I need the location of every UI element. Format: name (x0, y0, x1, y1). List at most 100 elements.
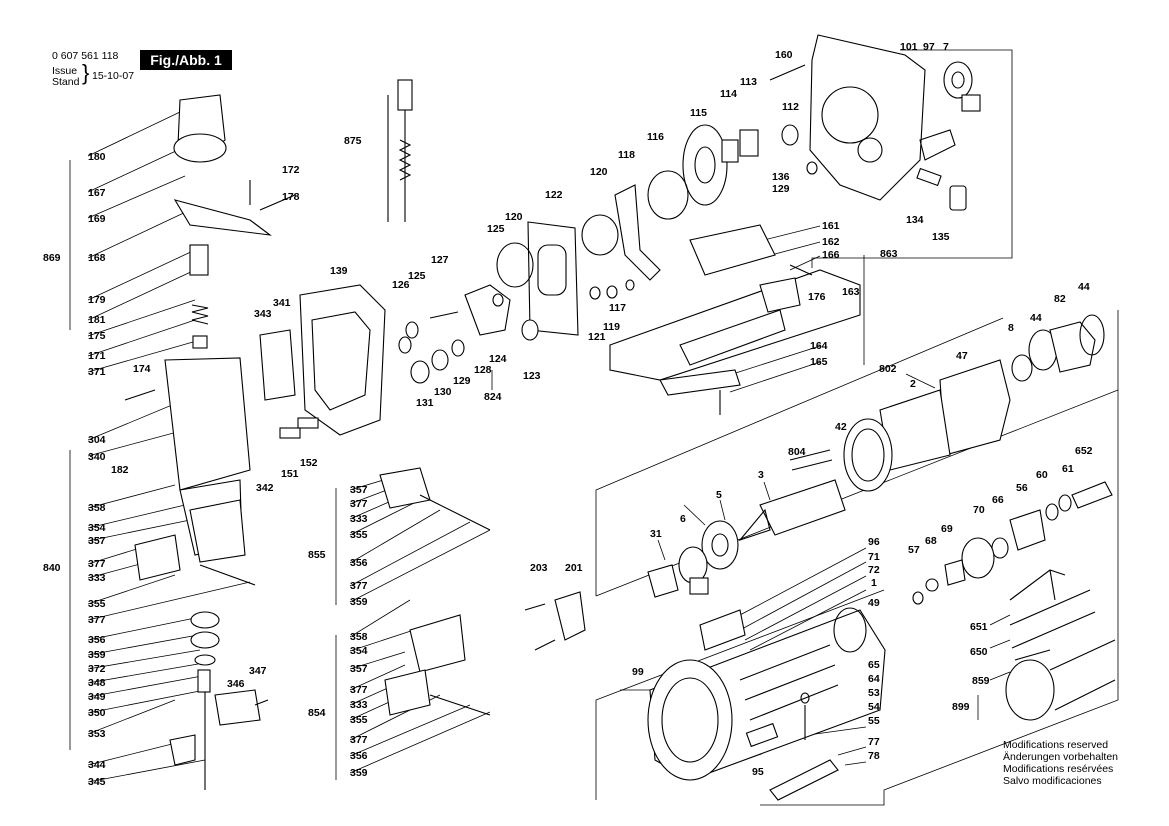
label-56: 56 (1016, 482, 1028, 494)
label-347: 347 (249, 665, 267, 677)
label-178: 178 (282, 191, 300, 203)
knob-167 (173, 133, 227, 163)
label-49: 49 (868, 597, 880, 609)
label-357c: 357 (350, 663, 368, 675)
bracket-342 (259, 329, 296, 401)
pin-134 (916, 167, 942, 187)
ball-68 (925, 578, 939, 592)
plate-122-slot (537, 244, 567, 296)
label-42: 42 (835, 421, 847, 433)
endcap-82 (1049, 321, 1096, 373)
group-frames (69, 49, 1119, 806)
bearing-7-inner (951, 71, 965, 89)
valve-56 (1009, 509, 1046, 551)
issue-date: 15-10-07 (92, 70, 135, 82)
oring-44b (1079, 314, 1105, 356)
plunger-top (397, 79, 413, 111)
shoe-161 (689, 224, 776, 276)
rod-355 (199, 564, 256, 586)
seal-359 (190, 631, 220, 649)
label-333c: 333 (350, 699, 368, 711)
gasket-139 (299, 284, 386, 436)
screw-174 (124, 389, 156, 401)
label-345: 345 (88, 776, 106, 788)
label-359b: 359 (350, 596, 368, 608)
label-171: 171 (88, 350, 106, 362)
motor-housing-1 (647, 607, 886, 801)
hose-899 (1005, 659, 1055, 721)
label-65: 65 (868, 659, 880, 671)
gasket-151 (279, 427, 301, 439)
note-line-en: Modifications reserved (1003, 739, 1109, 751)
washer-57 (912, 591, 924, 605)
label-122: 122 (545, 189, 563, 201)
set-854-bushing (384, 669, 431, 716)
label-804: 804 (788, 446, 806, 458)
label-121: 121 (588, 331, 606, 343)
ring-116 (647, 170, 689, 220)
knob-135 (949, 185, 967, 211)
gasket-plate (299, 284, 386, 436)
bracket-168 (173, 199, 272, 236)
valve-stem-96 (699, 609, 746, 651)
screw-203b (534, 639, 556, 651)
label-166: 166 (822, 249, 840, 261)
label-899: 899 (952, 701, 970, 713)
label-123: 123 (523, 370, 541, 382)
housing-front-bore (661, 677, 719, 763)
label-863: 863 (880, 248, 898, 260)
part-number: 0 607 561 118 (52, 50, 119, 62)
hose-body (1049, 639, 1116, 711)
label-343: 343 (254, 308, 272, 320)
ring-42 (843, 418, 893, 492)
label-112: 112 (782, 101, 799, 113)
label-69: 69 (941, 523, 953, 535)
label-349: 349 (88, 691, 106, 703)
label-31: 31 (650, 528, 662, 540)
label-99: 99 (632, 666, 644, 678)
label-136: 136 (772, 171, 790, 183)
plate-95 (745, 722, 779, 748)
label-341: 341 (273, 297, 291, 309)
housing-bore (821, 86, 879, 144)
label-3: 3 (758, 469, 764, 481)
frame-housing-right (760, 560, 1119, 806)
label-120a: 120 (590, 166, 608, 178)
air-inlet-parts (912, 481, 1113, 605)
label-201: 201 (565, 562, 583, 574)
bushing-333 (134, 534, 181, 581)
label-129b: 129 (453, 375, 471, 387)
accessories (1005, 569, 1116, 721)
label-117: 117 (609, 302, 626, 314)
label-95: 95 (752, 766, 764, 778)
label-113: 113 (740, 76, 757, 88)
label-96: 96 (868, 536, 880, 548)
issue-label: Issue (52, 65, 78, 77)
pin-178 (259, 194, 296, 211)
housing-front-ring (647, 659, 733, 781)
label-60: 60 (1036, 469, 1048, 481)
blade-650 (1011, 611, 1096, 649)
label-356c: 356 (350, 750, 368, 762)
note-line-es: Salvo modificaciones (1003, 775, 1102, 787)
label-134: 134 (906, 214, 924, 226)
label-164: 164 (810, 340, 828, 352)
label-652: 652 (1075, 445, 1093, 457)
label-176: 176 (808, 291, 826, 303)
label-61: 61 (1062, 463, 1074, 475)
label-70: 70 (973, 504, 985, 516)
bearing-7 (943, 61, 973, 99)
frame-motor (595, 317, 1004, 596)
set-855-clamp (379, 467, 431, 509)
label-127: 127 (431, 254, 449, 266)
label-101: 101 (900, 41, 918, 53)
label-357a: 357 (88, 535, 106, 547)
modifications-note: Modifications reserved Änderungen vorbeh… (1003, 739, 1118, 787)
eccentric-124 (464, 284, 511, 336)
label-377c: 377 (350, 498, 368, 510)
label-651: 651 (970, 621, 988, 633)
clamp-176 (759, 277, 801, 313)
label-77: 77 (868, 736, 880, 748)
ring-136 (806, 161, 818, 175)
